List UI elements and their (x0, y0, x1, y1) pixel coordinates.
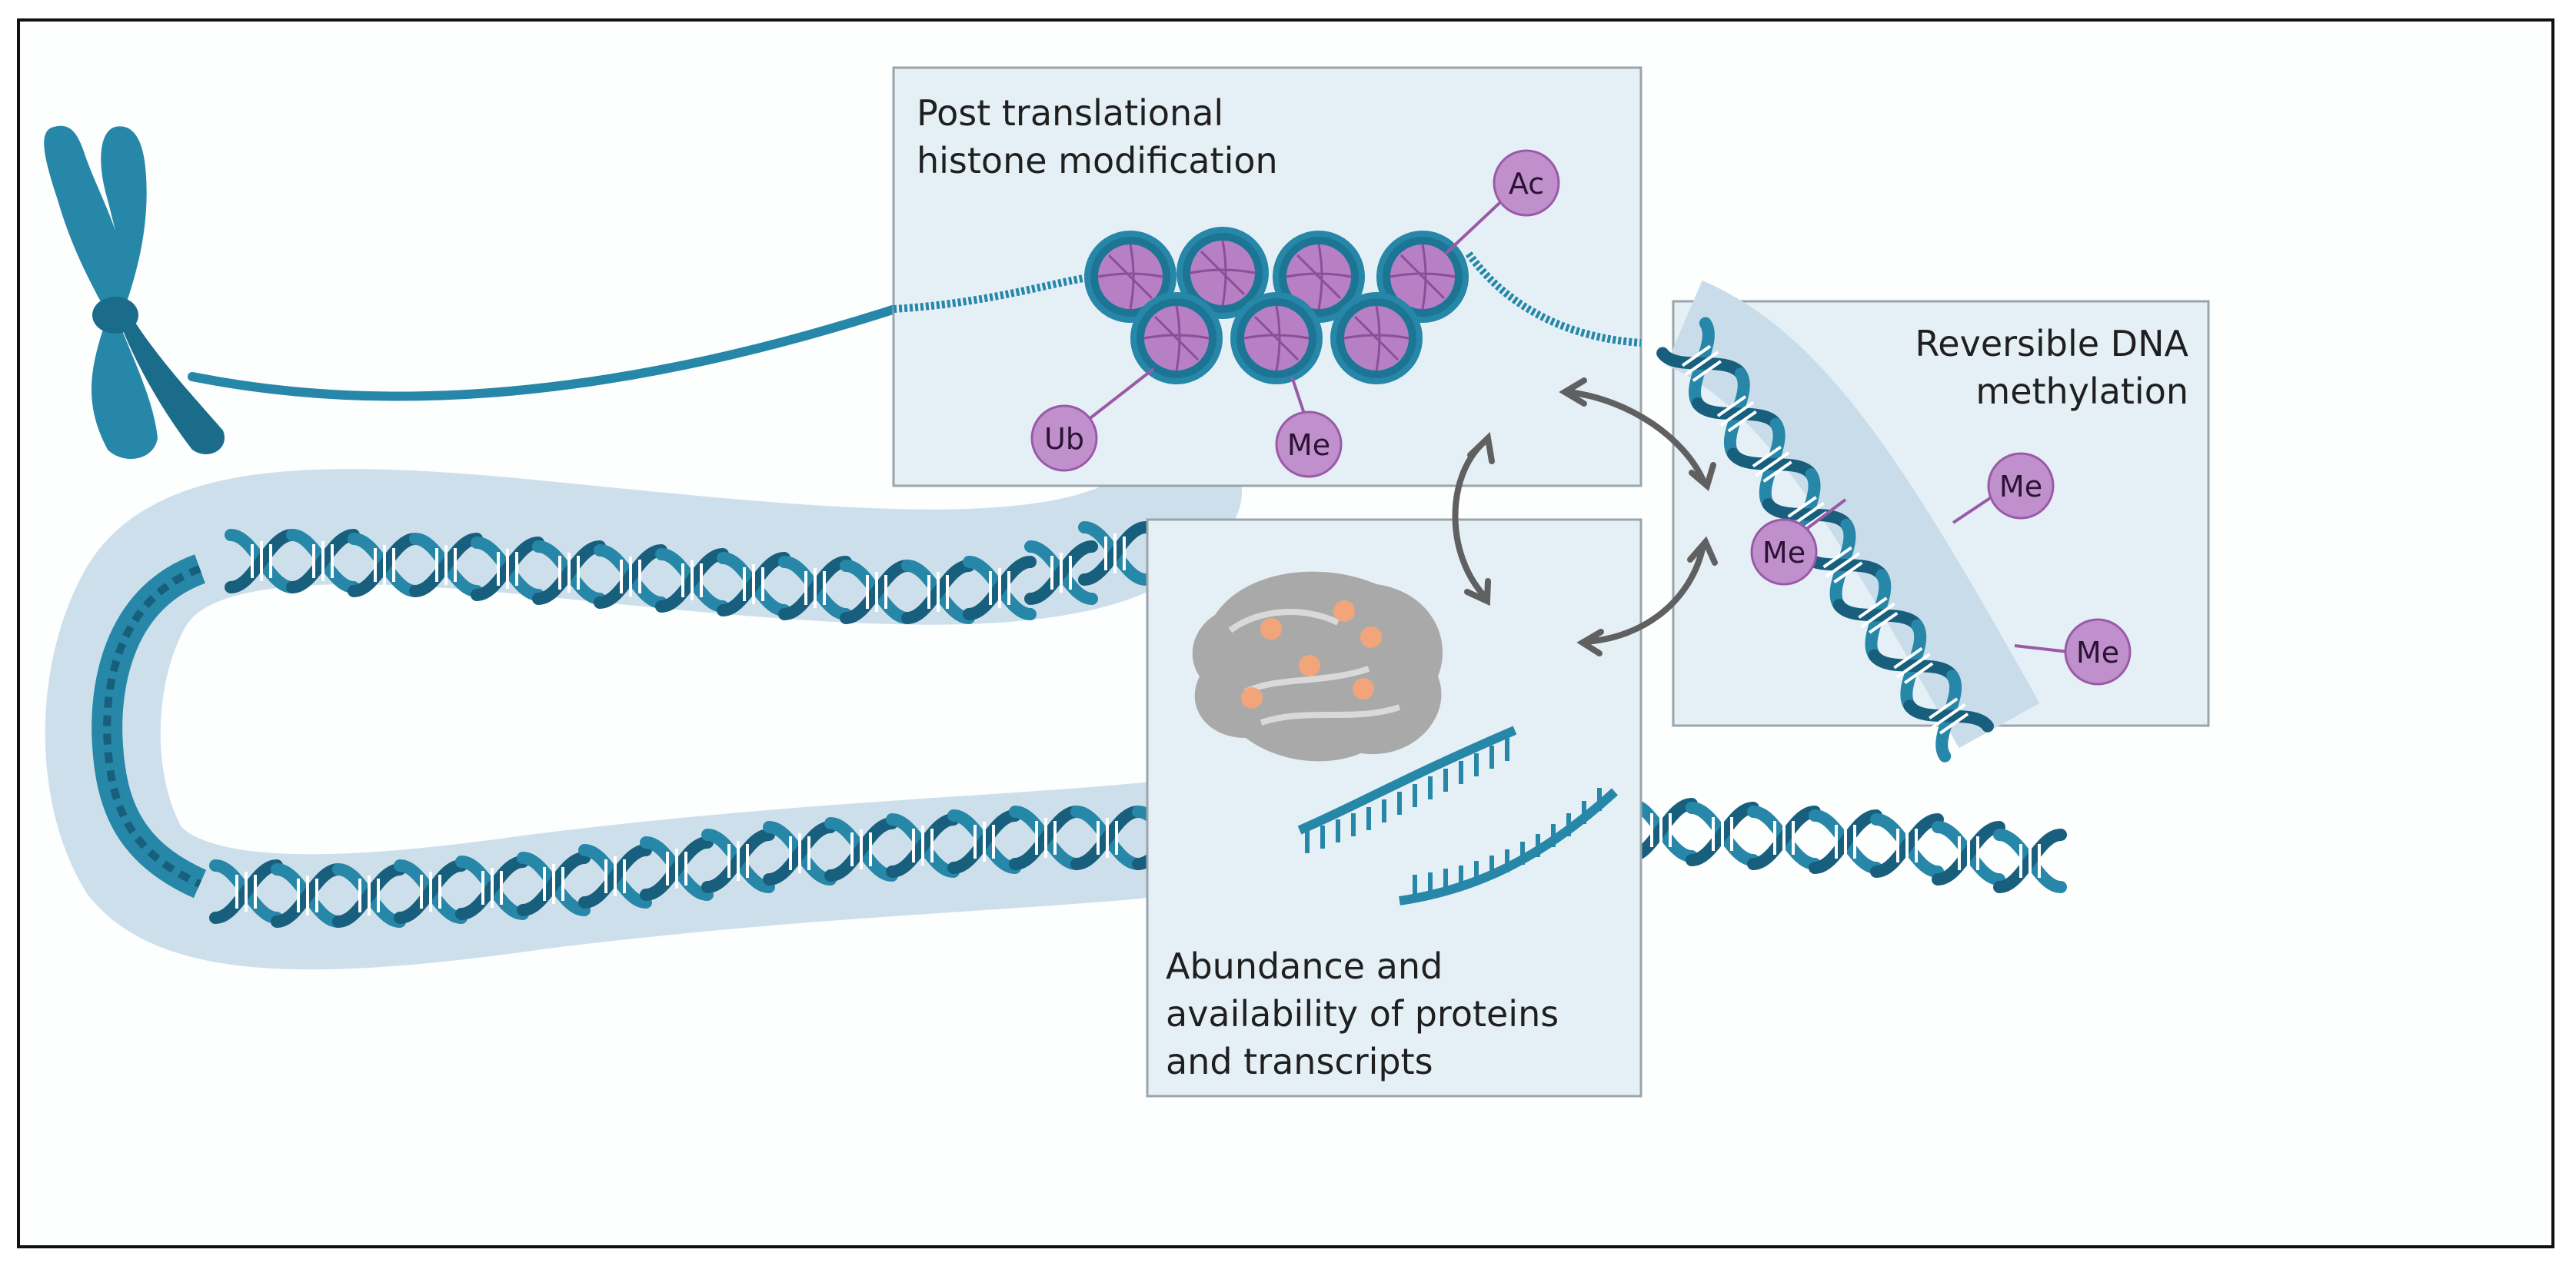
chromatin-fiber (188, 303, 904, 401)
dna-methyl-label-3: Me (2076, 636, 2119, 670)
dna-methyl-label-2: Me (1999, 470, 2042, 503)
histone-panel-title: Post translational histone modification (917, 89, 1278, 184)
histone-panel: Ac Ub Me (892, 66, 1642, 487)
ubiquitin-label: Ub (1044, 422, 1084, 456)
protein-complex-icon (1192, 571, 1443, 762)
dna-methyl-mark-3: Me (2064, 618, 2132, 686)
methylation-title-line-2: methylation (1975, 370, 2188, 412)
dna-methyl-mark-2: Me (1987, 452, 2055, 520)
acetyl-label: Ac (1509, 167, 1544, 201)
abundance-title-line-3: and transcripts (1166, 1041, 1433, 1082)
dna-helix-bend (92, 554, 207, 899)
histone-title-line-2: histone modification (917, 140, 1278, 181)
abundance-title-line-1: Abundance and (1166, 945, 1443, 987)
methylation-panel: Me Me Me (1662, 280, 2210, 756)
methylation-title-line-1: Reversible DNA (1915, 323, 2188, 364)
histone-title-line-1: Post translational (917, 92, 1224, 134)
ubiquitin-mark: Ub (1030, 404, 1098, 472)
abundance-panel (1146, 518, 1642, 1098)
interaction-arrows (1452, 377, 1718, 656)
chromosome-icon (44, 125, 225, 460)
acetyl-mark: Ac (1493, 149, 1560, 217)
abundance-panel-title: Abundance and availability of proteins a… (1166, 942, 1559, 1085)
transcript-strand-1 (1297, 726, 1517, 853)
histone-methyl-label: Me (1287, 428, 1330, 462)
dna-methyl-mark-1: Me (1750, 518, 1818, 586)
histone-methyl-mark: Me (1275, 410, 1343, 478)
methylation-panel-title: Reversible DNA methylation (1692, 320, 2188, 415)
transcript-strand-2 (1399, 788, 1619, 905)
abundance-title-line-2: availability of proteins (1166, 993, 1559, 1035)
dna-methyl-label-1: Me (1762, 536, 1806, 570)
